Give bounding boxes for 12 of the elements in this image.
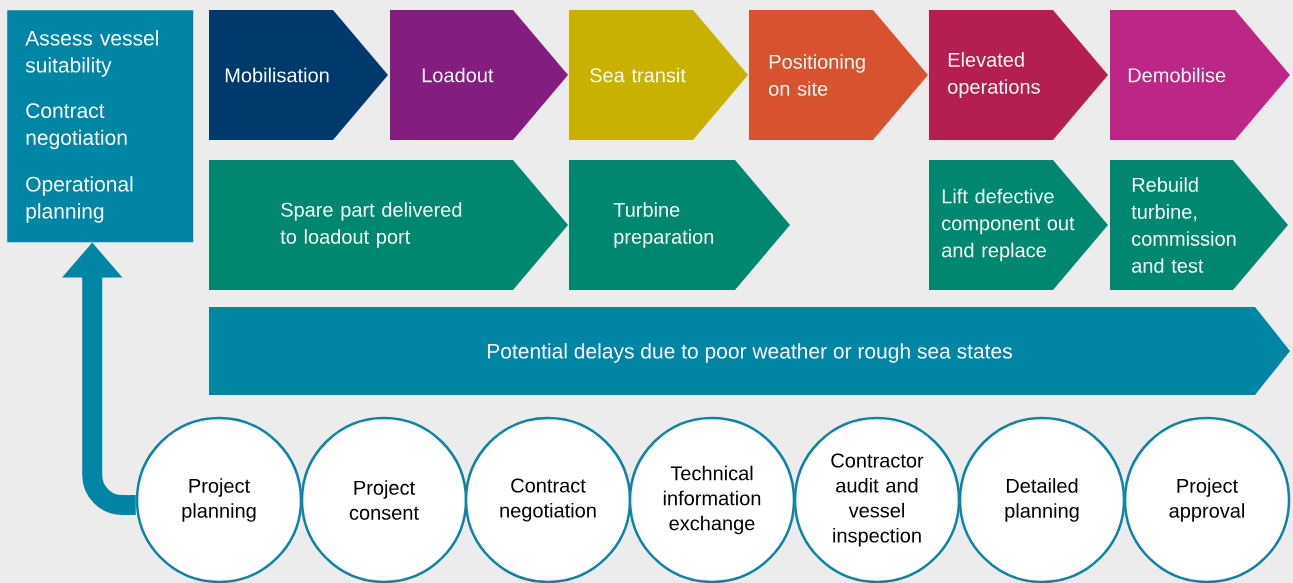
chevron-box: Mobilisation: [209, 10, 388, 140]
chevron-box: Positioning on site: [749, 10, 928, 140]
chevron-box: Spare part delivered to loadout port: [209, 160, 568, 290]
chevron-box: Lift defective component out and replace: [929, 160, 1108, 290]
chevron-box: Rebuild turbine, commission and test: [1110, 160, 1288, 290]
chevron-box: Demobilise: [1110, 10, 1290, 140]
chevron-box: Elevated operations: [929, 10, 1108, 140]
chevron-box: Loadout: [390, 10, 568, 140]
info-box: Assess vessel suitability Contract negotiation Operational planning: [7, 10, 194, 243]
delay-band: Potential delays due to poor weather or rough sea states: [209, 307, 1290, 395]
chevron-box: Sea transit: [569, 10, 748, 140]
chevron-box: Turbine preparation: [569, 160, 790, 290]
